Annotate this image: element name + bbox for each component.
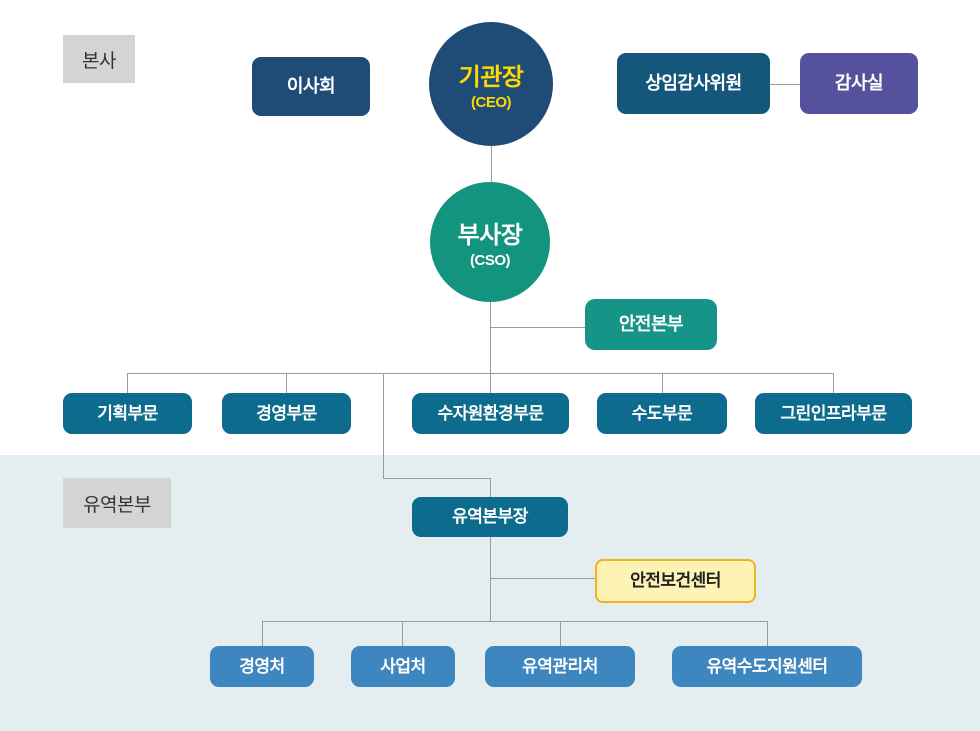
connector-basin-elbow-drop [490,478,491,498]
connector-basin-elbow-v [383,373,384,478]
connector-basin-horizontal [262,621,768,622]
node-safety-hq: 안전본부 [585,299,717,350]
connector-basin-drop-3 [560,621,561,646]
connector-audit [770,84,800,85]
connector-basin-head-down [490,537,491,622]
node-board: 이사회 [252,57,370,116]
section-label-headquarters: 본사 [63,35,135,83]
connector-drop-5 [833,373,834,393]
cso-subtitle: (CSO) [470,252,511,269]
cso-title: 부사장 [457,222,523,249]
connector-drop-3 [490,373,491,393]
connector-drop-2 [286,373,287,393]
node-cso: 부사장 (CSO) [430,182,550,302]
node-basin-dept-management: 경영처 [210,646,314,687]
node-audit-committee: 상임감사위원 [617,53,770,114]
section-label-basin: 유역본부 [63,478,171,528]
node-basin-dept-water-support-center: 유역수도지원센터 [672,646,862,687]
connector-safety-hq [490,327,585,328]
connector-basin-elbow-h [383,478,491,479]
connector-safety-health-center [490,578,596,579]
node-division-waterworks: 수도부문 [597,393,727,434]
connector-cso-down [490,302,491,373]
node-basin-dept-business: 사업처 [351,646,455,687]
connector-divisions-horizontal [127,373,834,374]
node-division-green-infra: 그린인프라부문 [755,393,912,434]
node-basin-dept-basin-management: 유역관리처 [485,646,635,687]
ceo-subtitle: (CEO) [471,94,512,111]
node-ceo: 기관장 (CEO) [429,22,553,146]
node-basin-head: 유역본부장 [412,497,568,537]
connector-basin-drop-4 [767,621,768,646]
node-division-water-environment: 수자원환경부문 [412,393,569,434]
node-division-planning: 기획부문 [63,393,192,434]
node-safety-health-center: 안전보건센터 [595,559,756,603]
connector-drop-4 [662,373,663,393]
connector-basin-drop-2 [402,621,403,646]
connector-drop-1 [127,373,128,393]
connector-ceo-cso [491,146,492,182]
node-division-management: 경영부문 [222,393,351,434]
node-audit-office: 감사실 [800,53,918,114]
ceo-title: 기관장 [458,64,524,91]
connector-basin-drop-1 [262,621,263,646]
